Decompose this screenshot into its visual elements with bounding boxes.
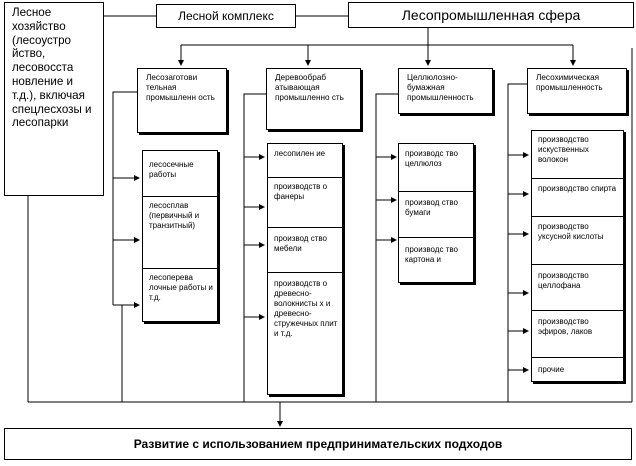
forest-industry-label: Лесопромышленная сфера [401,7,581,23]
spine-logging [112,91,137,305]
branch-title-text: Лесозаготови тельная промышленн ость [146,73,215,102]
branch-title-logging: Лесозаготови тельная промышленн ость [137,68,227,133]
list-item: производство уксусной кислоты [532,216,623,264]
forest-industry-box: Лесопромышленная сфера [348,2,634,28]
list-item: производс тво картона и [399,237,473,282]
list-item: производство целлофана [532,264,623,310]
result-label: Развитие с использованием предпринимател… [133,437,503,451]
list-item: производств о фанеры [268,177,342,227]
list-item: производство эфиров, лаков [532,310,623,357]
items-chemistry: производство искуственных волокон произв… [531,130,624,382]
forest-complex-box: Лесной комплекс [156,4,296,28]
spine-chemistry [507,83,527,370]
list-item: производств о древесно-волокнисты х и др… [268,272,342,394]
forestry-text: Лесное хозяйство (лесоустро йство, лесов… [12,6,92,130]
items-woodworking: лесопилен ие производств о фанеры произв… [267,143,343,395]
spine-woodworking [243,93,266,317]
branch-title-pulp: Целлюлозно-бумажная промышленность [398,68,493,114]
list-item: лесосечные работы [149,160,194,179]
list-item: лесосплав (первичный и транзитный) [143,196,217,268]
branch-title-chemistry: Лесохимическая промышленность [527,68,627,114]
list-item: прочие [532,357,623,381]
list-item: производ ство бумаги [399,191,473,237]
branch-title-text: Деревообраб атывающая промышленно сть [275,73,344,102]
branch-title-woodworking: Деревообраб атывающая промышленно сть [266,68,361,130]
branch-title-text: Целлюлозно-бумажная промышленность [407,73,474,102]
list-item: лесопилен ие [274,149,326,158]
spine-pulp [375,93,398,240]
items-pulp: производс тво целлюлоз производ ство бум… [398,143,474,283]
list-item: производство искуственных волокон [538,135,589,164]
list-item: производ ство мебели [268,227,342,272]
forestry-box: Лесное хозяйство (лесоустро йство, лесов… [4,2,104,196]
list-item: производс тво целлюлоз [405,149,458,168]
forest-complex-label: Лесной комплекс [178,9,274,23]
branch-title-text: Лесохимическая промышленность [536,73,603,92]
list-item: лесоперева лочные работы и т.д. [143,268,217,321]
result-box: Развитие с использованием предпринимател… [4,428,632,460]
list-item: производство спирта [532,178,623,216]
items-logging: лесосечные работы лесосплав (первичный и… [142,150,218,322]
